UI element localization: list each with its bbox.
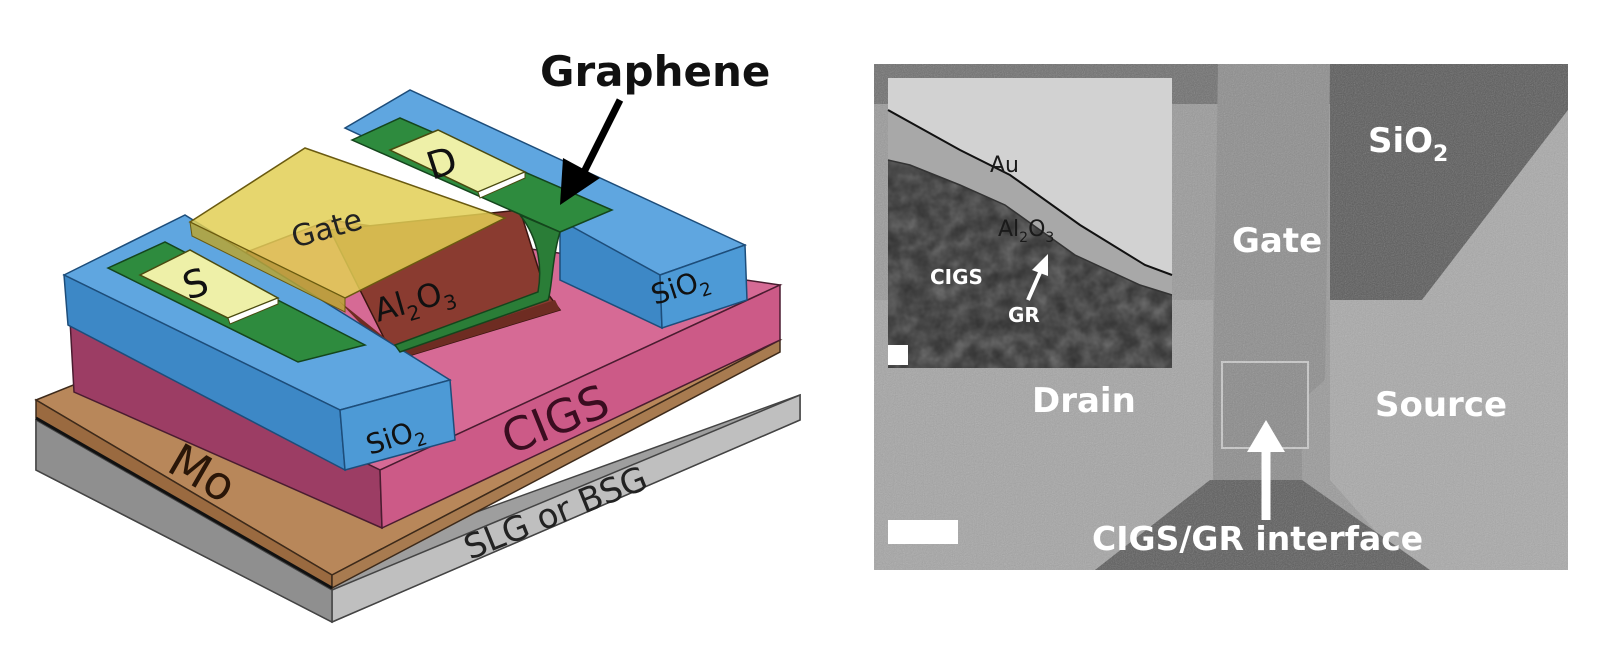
sem-sio2-sub: 2 <box>1433 142 1448 167</box>
sem-sio2-main: SiO <box>1368 121 1433 161</box>
gate-electrode <box>188 147 507 313</box>
al2o3-sub2: 2 <box>405 299 424 326</box>
inset-al2o3-sub3: 3 <box>1045 230 1054 246</box>
sem-image <box>874 64 1568 570</box>
inset-gr-label: GR <box>1008 303 1040 327</box>
al2o3-sub3: 3 <box>441 289 460 316</box>
inset-al2o3-sub2: 2 <box>1019 230 1028 246</box>
inset-au-label: Au <box>990 153 1019 178</box>
graphene-label: Graphene <box>540 47 770 96</box>
interface-arrow <box>1247 420 1285 520</box>
sem-interface-label: CIGS/GR interface <box>1092 519 1423 558</box>
device-schematic: Graphene Gate S D Al2O3 SiO2 SiO2 CIGS M… <box>34 47 801 624</box>
graphene-arrow <box>560 98 624 205</box>
sem-drain-label: Drain <box>1032 381 1136 421</box>
tem-inset <box>887 78 1173 368</box>
sem-sio2-label: SiO2 <box>1368 121 1448 167</box>
inset-al2o3-o: O <box>1028 217 1045 242</box>
inset-cigs-label: CIGS <box>930 265 983 289</box>
gr-arrow <box>1026 254 1048 301</box>
inset-al2o3-label: Al2O3 <box>998 217 1054 246</box>
inset-al2o3-al: Al <box>998 217 1019 242</box>
drain-contact <box>388 129 527 199</box>
scale-bar <box>888 520 958 544</box>
sem-gate-label: Gate <box>1232 221 1322 261</box>
sem-source-label: Source <box>1375 385 1507 425</box>
substrate-layer <box>35 393 801 624</box>
source-contact <box>138 249 280 325</box>
